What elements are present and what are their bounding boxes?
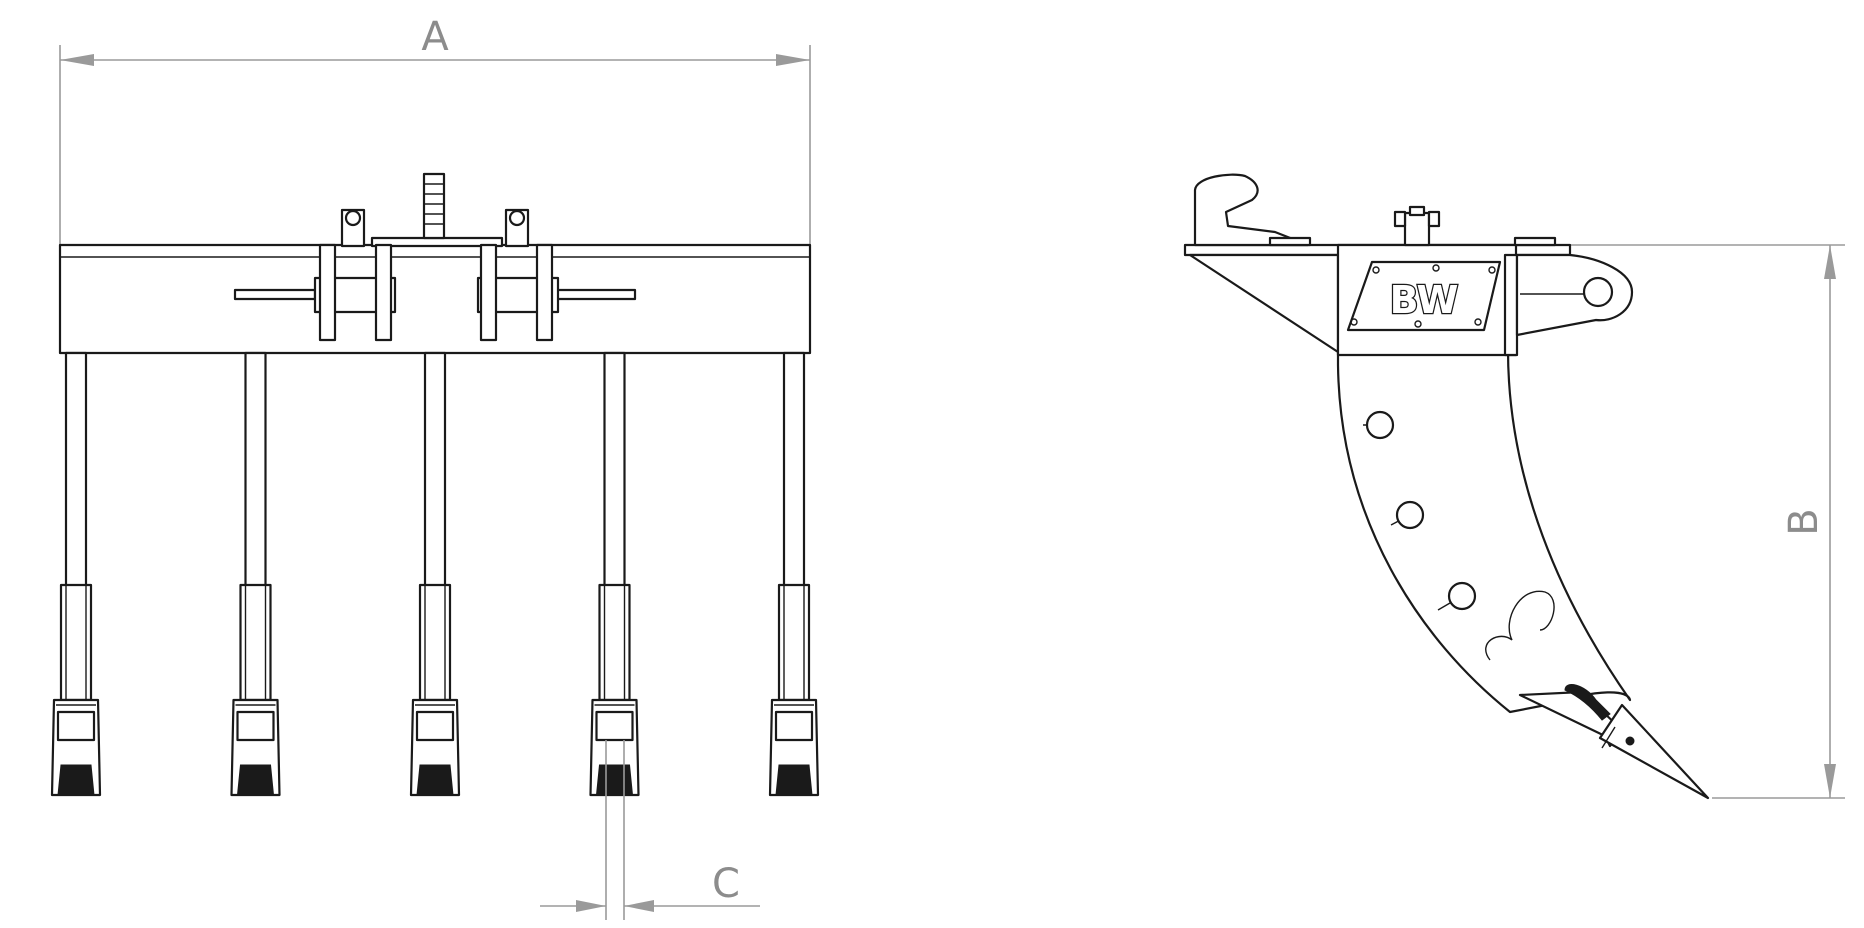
tine	[230, 351, 281, 797]
logo-text: BW	[1390, 278, 1459, 322]
front-view: A	[50, 14, 820, 920]
dimension-a: A	[59, 14, 811, 245]
dimension-b: B	[1570, 244, 1845, 799]
tine	[768, 351, 820, 797]
main-beam	[58, 243, 812, 355]
hitch-mount	[340, 172, 530, 248]
bracket-assembly	[1183, 173, 1634, 357]
logo-plate: BW	[1346, 260, 1502, 332]
tine	[589, 351, 640, 797]
tine	[50, 351, 102, 797]
ripper-shank	[1336, 328, 1632, 714]
side-view: B	[1183, 173, 1845, 800]
dimension-a-label: A	[421, 14, 449, 60]
tines	[50, 351, 820, 797]
pin-assembly-right	[476, 243, 637, 342]
tine	[409, 351, 461, 797]
ripper-tooth	[1518, 684, 1710, 800]
puzzle-joint	[1485, 590, 1555, 661]
dimension-c: C	[540, 740, 760, 920]
dimension-b-label: B	[1781, 508, 1827, 535]
dimension-c-label: C	[712, 861, 740, 907]
pin-assembly-left	[233, 243, 397, 342]
